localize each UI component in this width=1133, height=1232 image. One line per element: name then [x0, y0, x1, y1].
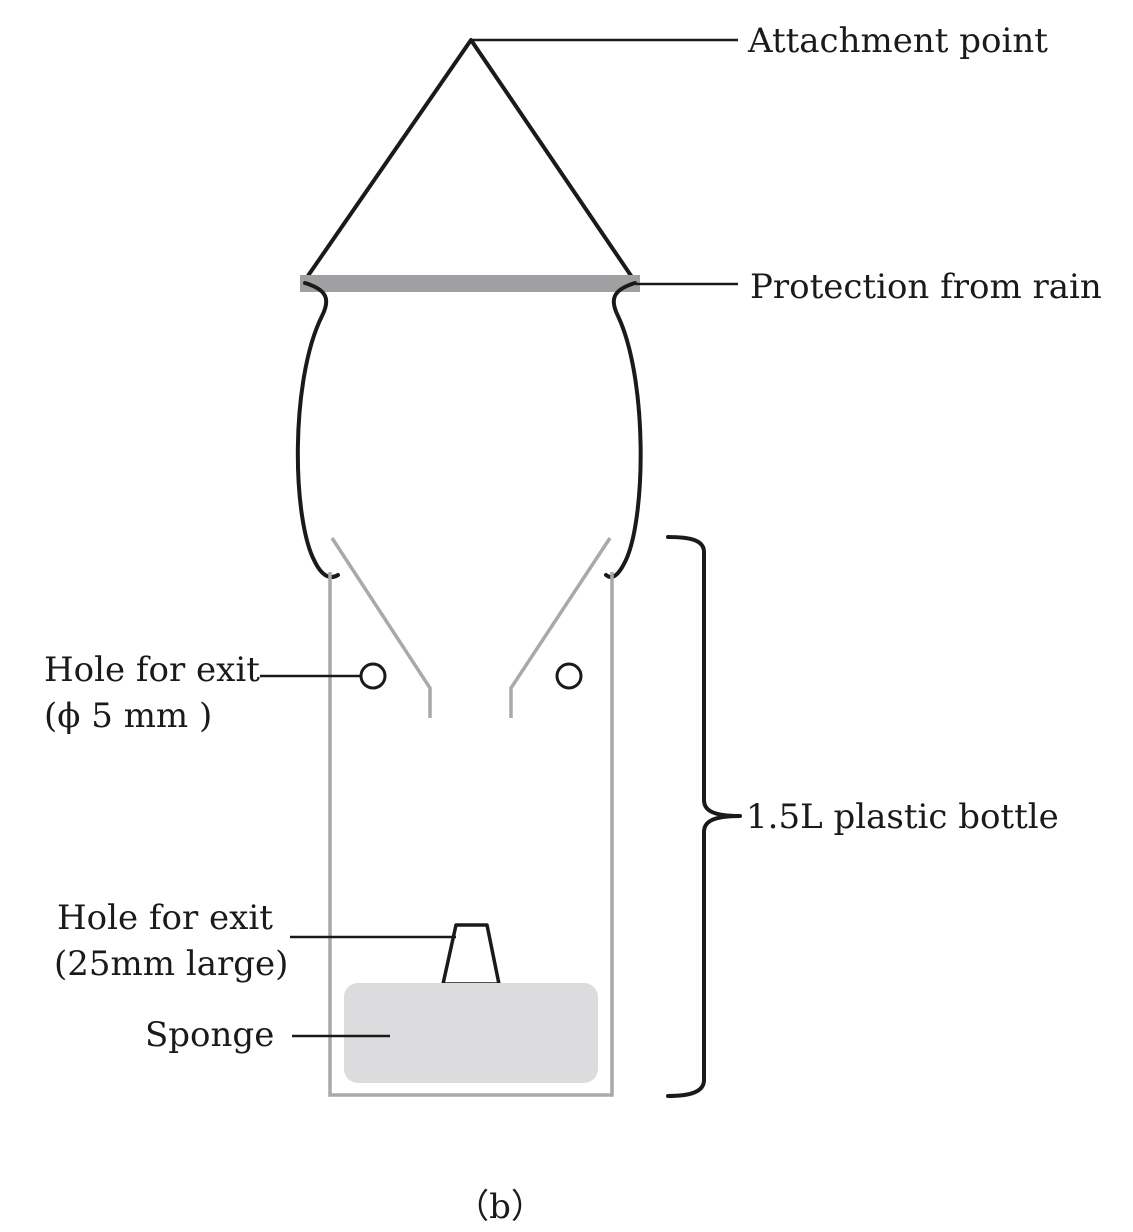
label-attachment-point: Attachment point	[747, 21, 1048, 61]
label-protection-from-rain: Protection from rain	[750, 267, 1102, 307]
label-large-hole-line1: Hole for exit	[57, 898, 273, 938]
plastic-bottle	[328, 537, 614, 1097]
small-exit-hole-left	[359, 662, 387, 690]
figure-caption: （b）	[455, 1187, 545, 1227]
label-bottle: 1.5L plastic bottle	[746, 797, 1059, 837]
large-exit-hole	[441, 923, 501, 986]
label-small-hole-line2: (ϕ 5 mm )	[44, 696, 212, 736]
small-exit-hole-right	[555, 662, 583, 690]
bottle-bracket	[666, 535, 742, 1098]
hanging-triangle	[301, 38, 638, 285]
label-small-hole-line1: Hole for exit	[44, 650, 260, 690]
label-large-hole-line2: (25mm large)	[54, 944, 288, 984]
label-sponge: Sponge	[145, 1015, 274, 1055]
rain-cover-plate	[300, 275, 640, 292]
sponge-block	[344, 983, 598, 1083]
hanging-wires	[295, 281, 643, 580]
